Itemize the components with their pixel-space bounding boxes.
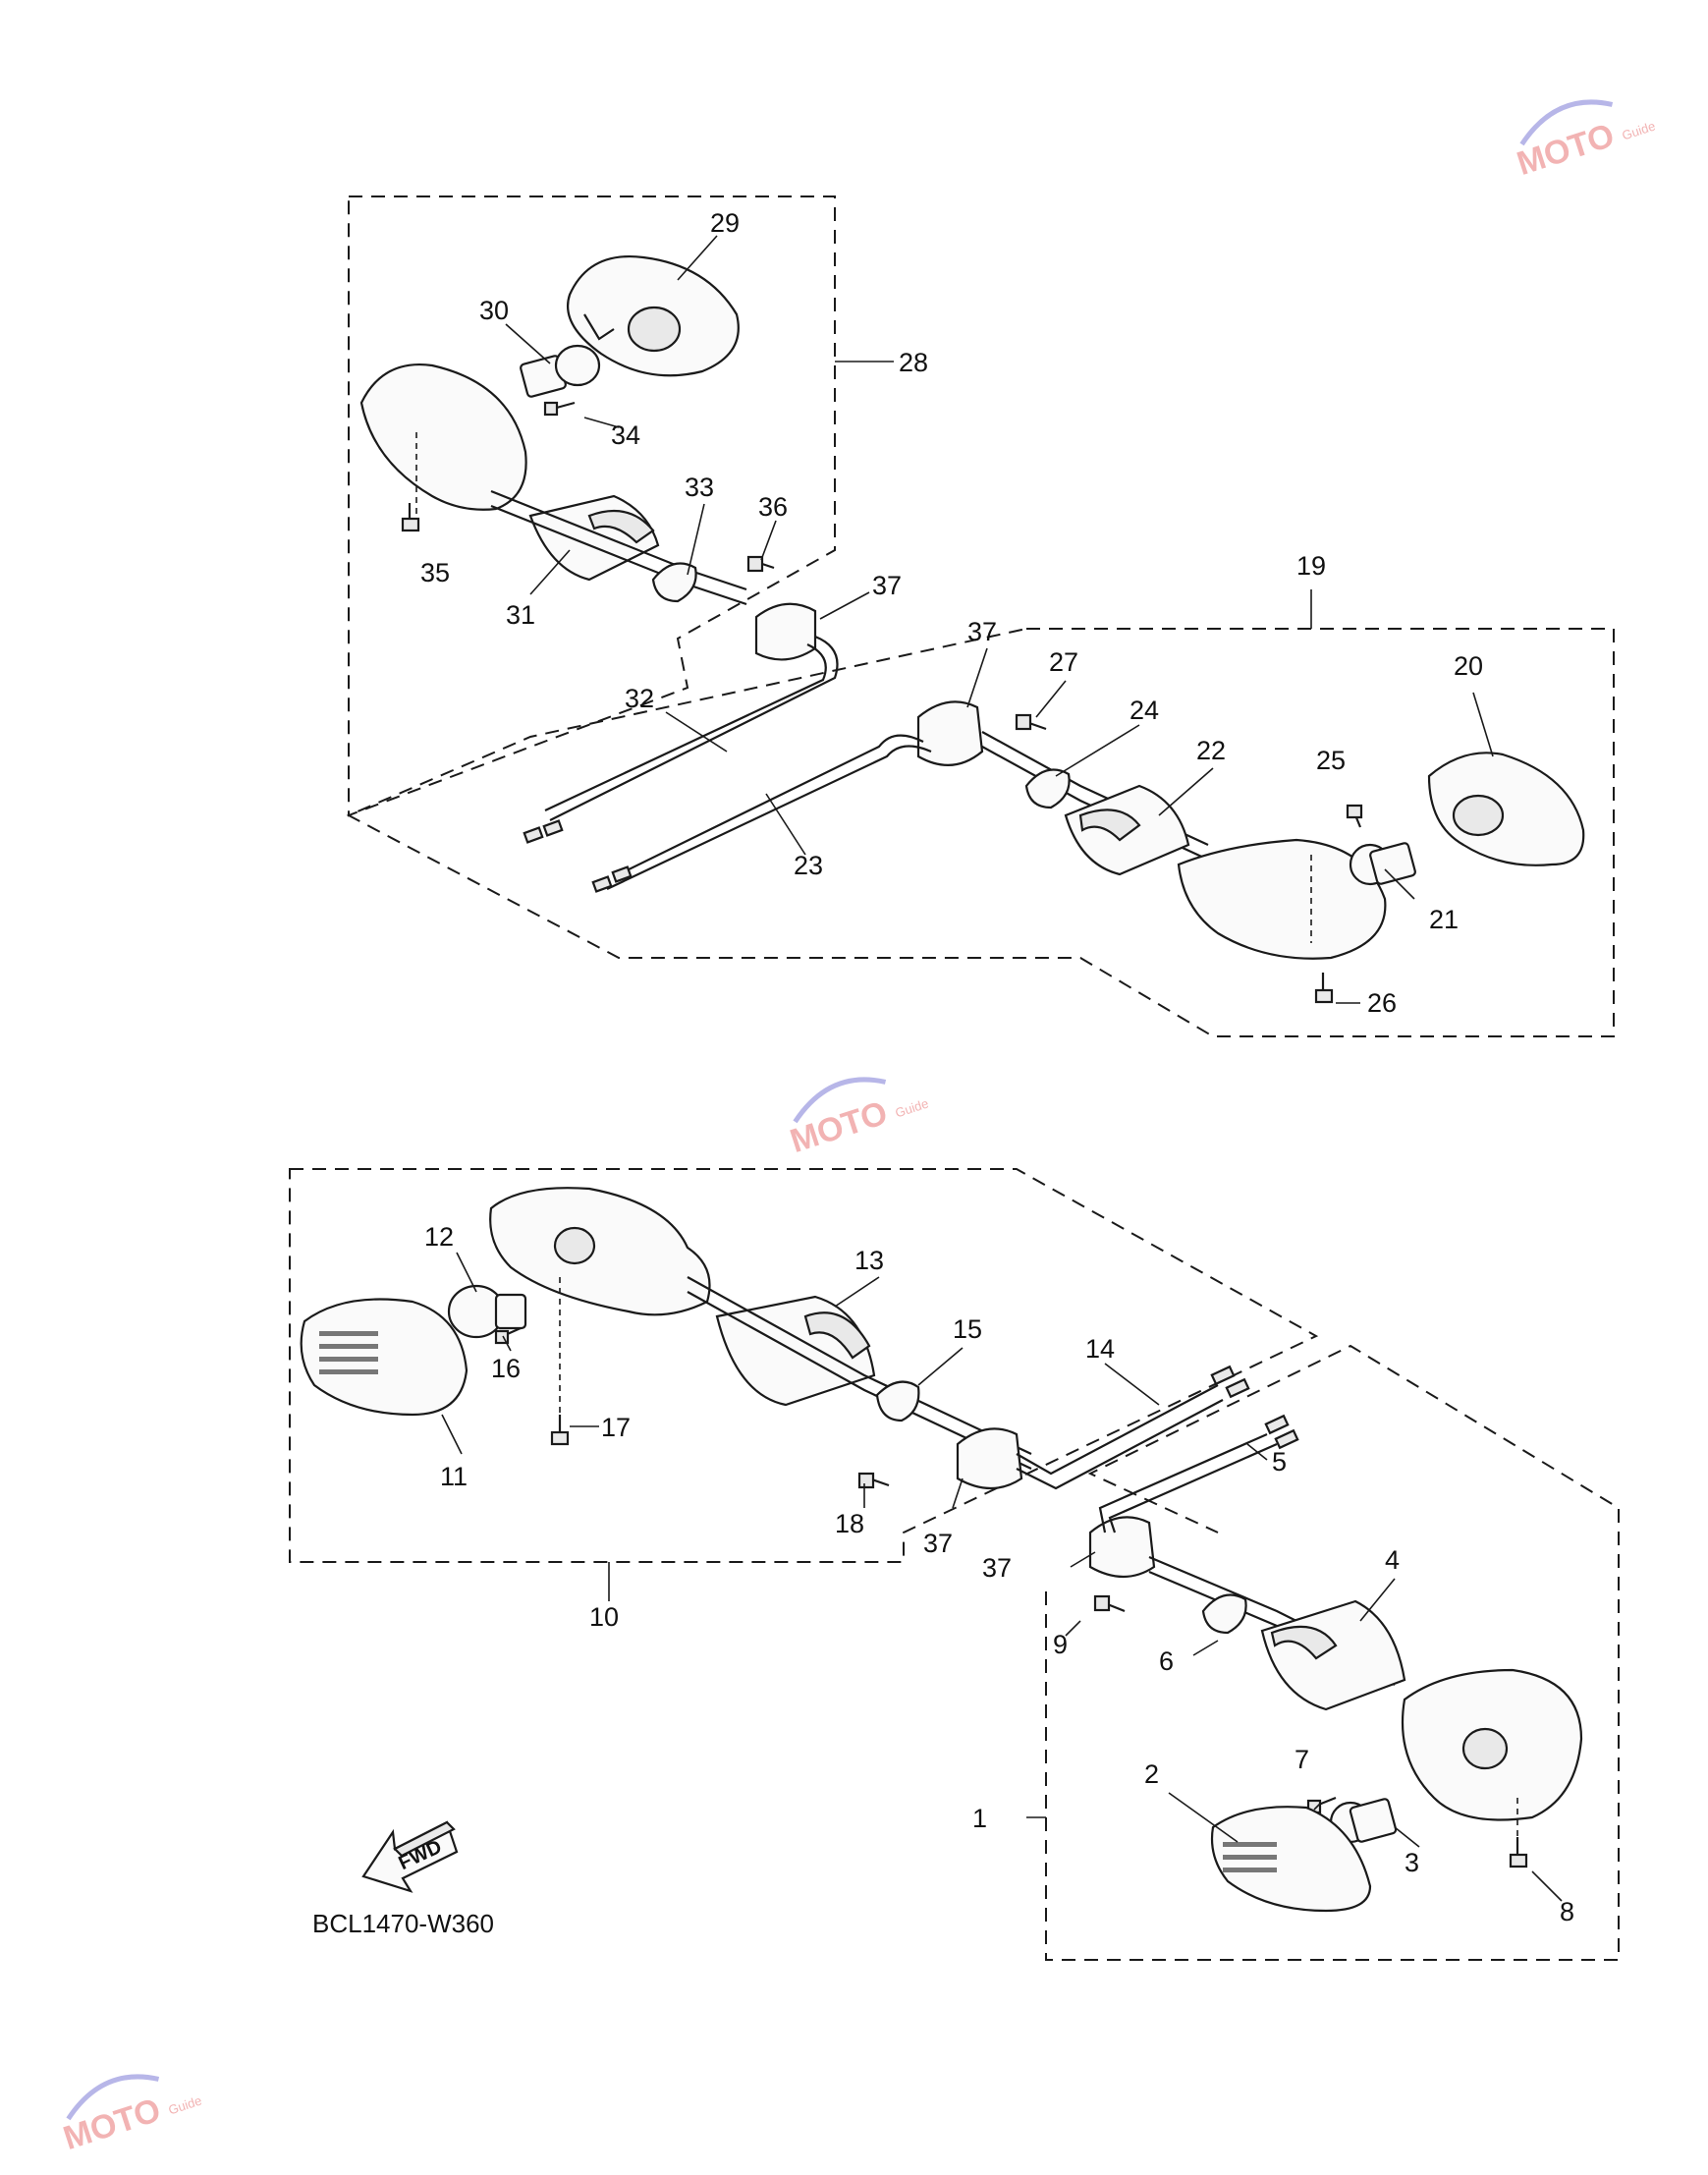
callout-labels: 29 30 28 34 33 36 35 31 37 19 37 27 32 2… (420, 208, 1574, 1926)
assembly-1-outline (1045, 1344, 1620, 1961)
connector-5 (1264, 1414, 1299, 1450)
leader-lines (441, 235, 1563, 1902)
callout-1: 1 (972, 1804, 987, 1833)
watermark-top-right: MOTO Guide (1513, 99, 1658, 183)
grommet-37-c (956, 1427, 1023, 1489)
lens-20 (1427, 752, 1585, 866)
callout-25: 25 (1316, 746, 1346, 775)
callout-23: 23 (794, 851, 823, 880)
callout-21: 21 (1429, 905, 1459, 934)
callout-13: 13 (854, 1246, 884, 1275)
callout-37-a: 37 (872, 571, 902, 600)
bulb-12 (447, 1284, 527, 1339)
signal-assembly-19 (591, 700, 1585, 1004)
callout-32: 32 (625, 684, 654, 713)
lens-29-hole (627, 306, 682, 353)
screw-17 (550, 1415, 570, 1446)
callout-11: 11 (440, 1462, 468, 1491)
watermark-small: Guide (894, 1096, 931, 1121)
grommet-37-b (916, 700, 984, 766)
callout-33: 33 (685, 473, 714, 502)
callout-6: 6 (1159, 1646, 1174, 1676)
bracket-33 (651, 562, 697, 603)
watermark-small: Guide (1621, 119, 1658, 143)
callout-27: 27 (1049, 647, 1078, 677)
fwd-arrow-icon: FWD (361, 1820, 459, 1893)
callout-29: 29 (710, 208, 740, 238)
housing-28 (359, 363, 527, 511)
housing-19 (1177, 838, 1387, 960)
screw-25 (1346, 804, 1363, 828)
lens-2 (1210, 1806, 1372, 1913)
signal-assembly-1 (1088, 1414, 1583, 1913)
bracket-15 (875, 1380, 920, 1422)
callout-14: 14 (1085, 1334, 1115, 1364)
callout-4: 4 (1385, 1545, 1400, 1575)
connector-32 (523, 819, 564, 844)
callout-20: 20 (1454, 651, 1483, 681)
connector-14 (1210, 1365, 1250, 1399)
grommet-37-d (1088, 1516, 1156, 1578)
callout-34: 34 (611, 420, 640, 450)
callout-36: 36 (758, 492, 788, 522)
screw-36 (746, 555, 775, 573)
callout-24: 24 (1129, 696, 1159, 725)
bulb-30 (520, 344, 601, 398)
callout-15: 15 (953, 1314, 982, 1344)
screw-9 (1093, 1594, 1126, 1613)
callout-37-c: 37 (923, 1529, 953, 1558)
callout-22: 22 (1196, 736, 1226, 765)
callout-7: 7 (1295, 1745, 1309, 1774)
socket-4 (1260, 1599, 1406, 1711)
callout-9: 9 (1053, 1630, 1068, 1659)
screw-8 (1509, 1837, 1528, 1868)
watermark-small: Guide (167, 2093, 204, 2118)
callout-35: 35 (420, 558, 450, 587)
watermark-text: MOTO (59, 2091, 165, 2157)
watermark-bottom-left: MOTO Guide (59, 2074, 204, 2157)
lens-11 (300, 1298, 468, 1417)
callout-18: 18 (835, 1509, 864, 1538)
callout-8: 8 (1560, 1897, 1574, 1926)
diagram-code: BCL1470-W360 (312, 1909, 494, 1938)
callout-37-d: 37 (982, 1553, 1012, 1583)
screw-35 (401, 503, 420, 532)
bulb-21 (1349, 842, 1416, 886)
bracket-24 (1024, 768, 1071, 809)
callout-16: 16 (491, 1354, 521, 1383)
callout-5: 5 (1272, 1447, 1287, 1477)
callout-28: 28 (899, 348, 928, 377)
bracket-6 (1201, 1593, 1247, 1635)
watermark-middle: MOTO Guide (786, 1077, 931, 1160)
callout-19: 19 (1296, 551, 1326, 581)
assembly-10-outline (289, 1168, 1319, 1563)
screw-16 (494, 1326, 522, 1345)
signal-assembly-10 (300, 1187, 1250, 1490)
callout-3: 3 (1405, 1848, 1419, 1877)
assembly-19-outline (346, 628, 1615, 1037)
watermark-text: MOTO (786, 1094, 892, 1160)
connector-23 (591, 865, 633, 893)
callout-10: 10 (589, 1602, 619, 1632)
callout-26: 26 (1367, 988, 1397, 1018)
screw-34 (543, 401, 576, 417)
screw-26 (1314, 973, 1334, 1004)
callout-17: 17 (601, 1413, 631, 1442)
grommet-37-a (754, 602, 817, 661)
callout-31: 31 (506, 600, 535, 630)
screw-27 (1015, 713, 1047, 731)
watermark-text: MOTO (1513, 117, 1619, 183)
callout-12: 12 (424, 1222, 454, 1252)
callout-2: 2 (1144, 1759, 1159, 1789)
callout-30: 30 (479, 296, 509, 325)
callout-37-b: 37 (967, 617, 997, 646)
screw-18 (857, 1472, 890, 1489)
